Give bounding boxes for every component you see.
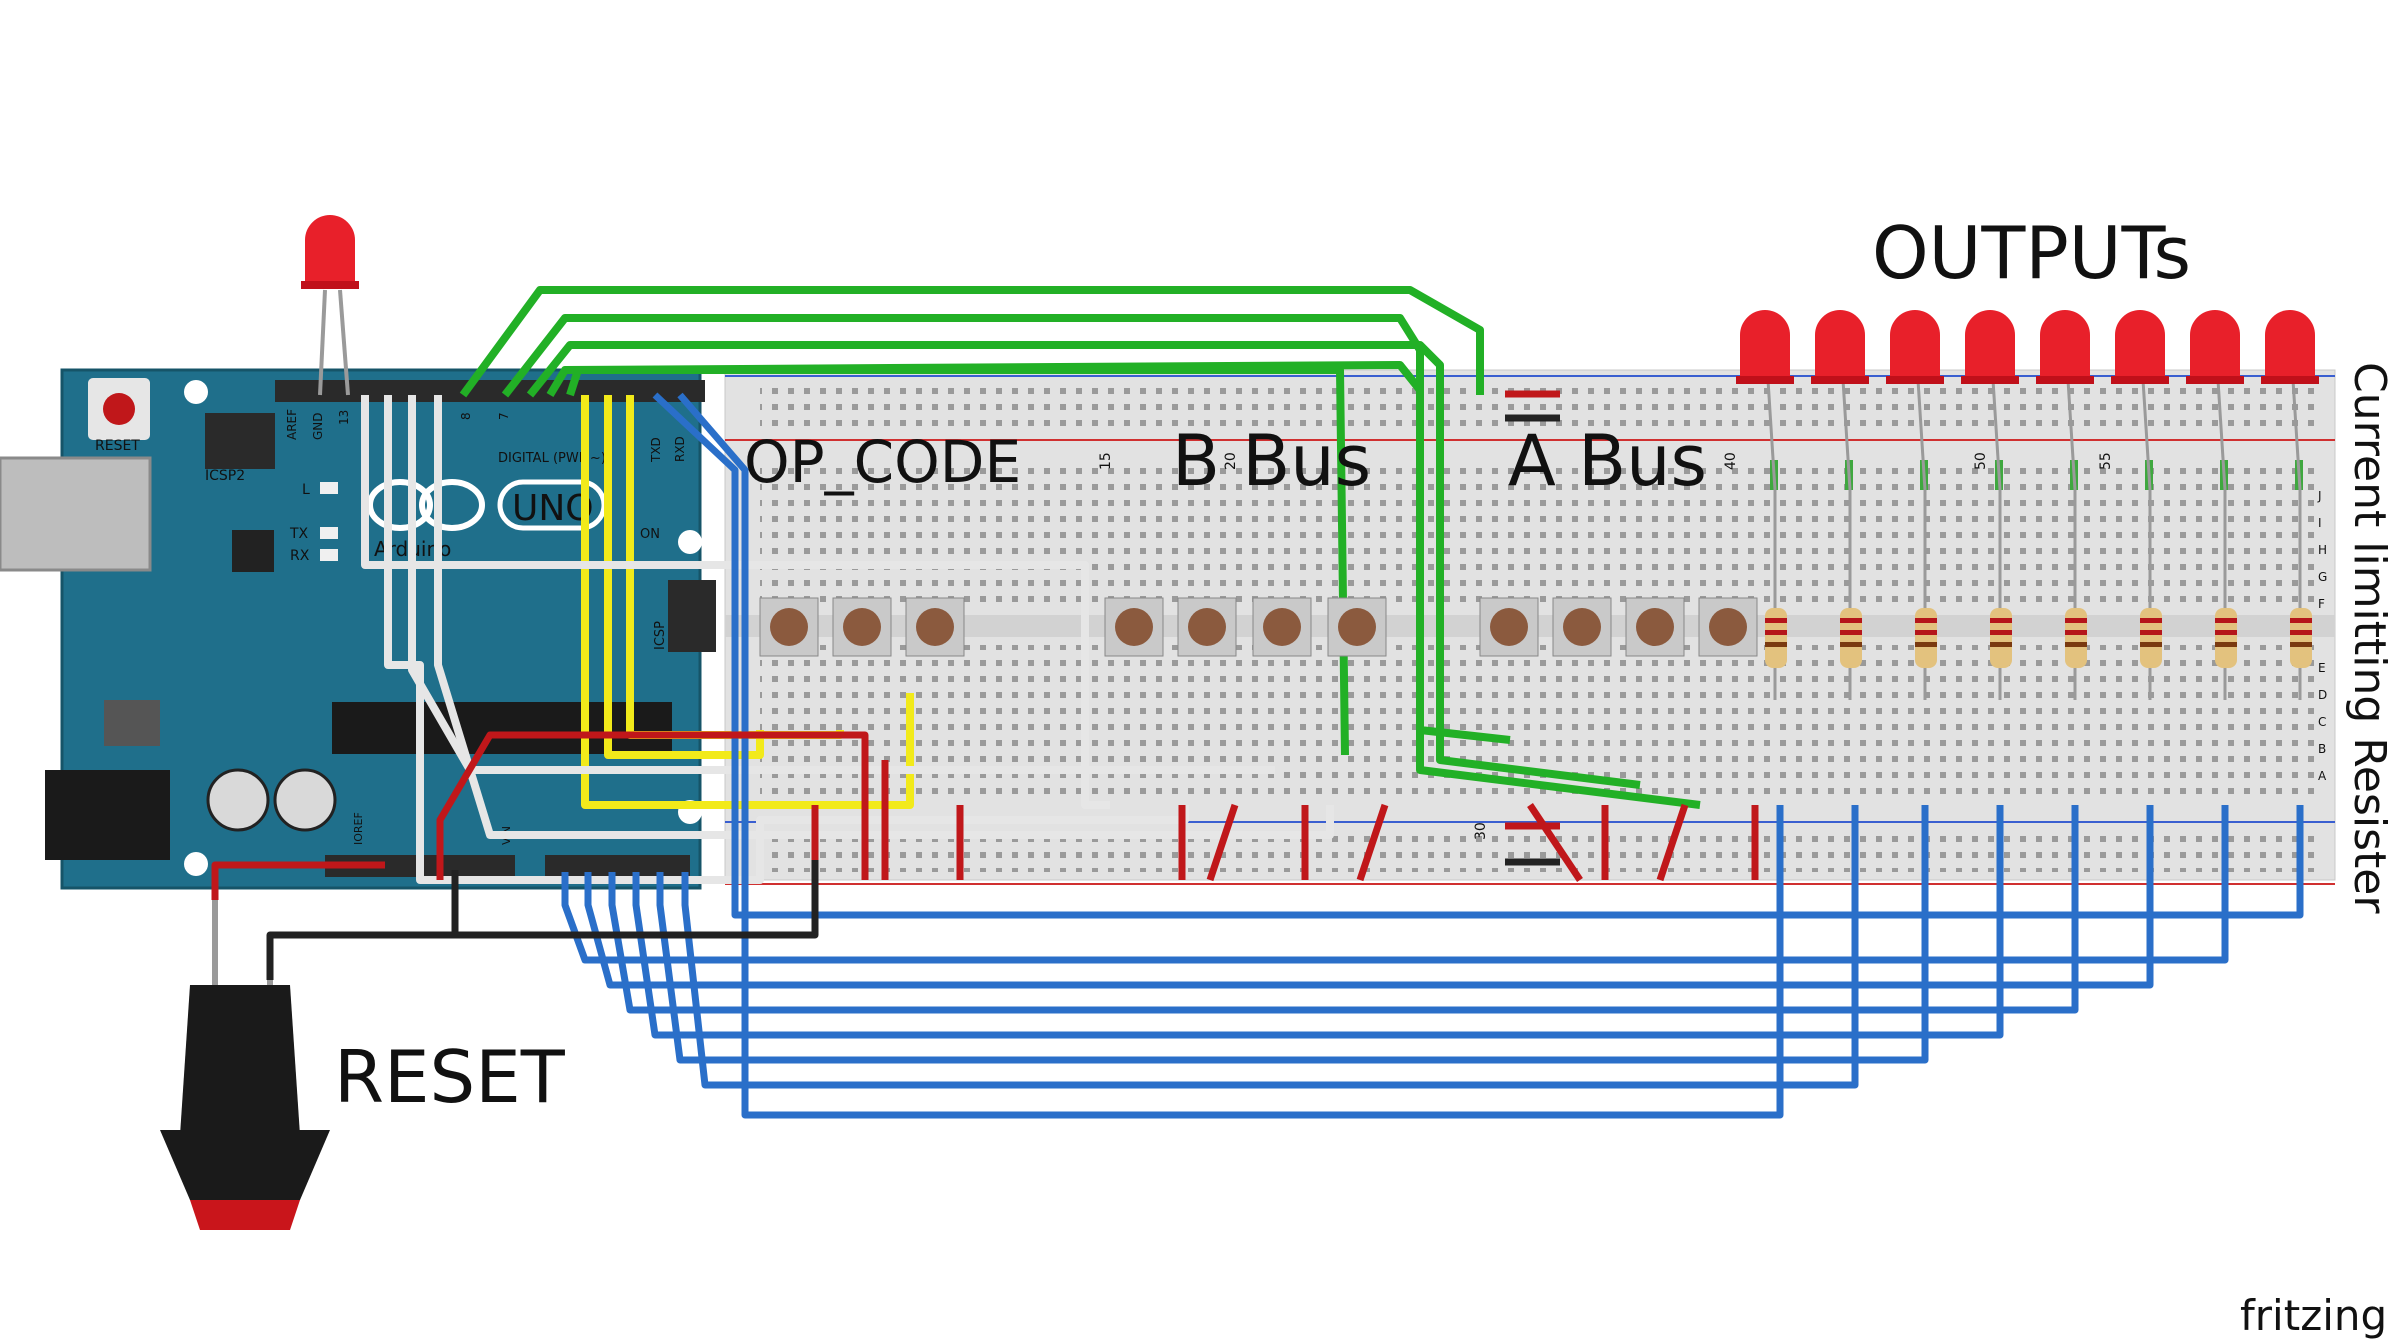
rx-label: RX	[290, 548, 310, 564]
tx-indicator	[320, 527, 338, 539]
output-leds	[1736, 310, 2319, 491]
txd-label: TXD	[649, 437, 663, 463]
col-number-20: 20	[1223, 452, 1239, 470]
rxd-label: RXD	[673, 436, 687, 462]
row-letter: J	[2317, 489, 2322, 503]
push-button[interactable]	[759, 597, 819, 657]
output-led	[1961, 310, 2019, 491]
led-l-indicator	[320, 482, 338, 494]
row-letter: E	[2318, 661, 2326, 675]
capacitor-2	[273, 768, 337, 832]
green-wires	[459, 286, 1701, 809]
b-bus-buttons	[1104, 597, 1387, 657]
pin13-label: 13	[337, 410, 351, 425]
small-chip	[232, 530, 274, 572]
a-bus-buttons	[1479, 597, 1758, 657]
row-letter: H	[2318, 543, 2327, 557]
pin8-label: 8	[459, 412, 473, 420]
board-led-leads	[318, 289, 350, 396]
current-limiting-resistors	[1765, 490, 2312, 700]
digital-label: DIGITAL (PWM~)	[498, 451, 606, 466]
col-number-30: 30	[1473, 822, 1489, 840]
external-reset-button[interactable]	[160, 900, 330, 1230]
red-wires	[211, 390, 1759, 900]
output-led	[2186, 310, 2244, 491]
resistor	[2065, 490, 2087, 700]
aref-label: AREF	[285, 409, 299, 440]
voltage-regulator	[104, 700, 160, 746]
top-terminal-strip	[760, 460, 2320, 610]
fritzing-brand: fritzing	[2240, 1291, 2387, 1340]
pin13-led	[301, 215, 359, 289]
resistor	[2140, 490, 2162, 700]
push-button[interactable]	[1479, 597, 1539, 657]
board-reset-label: RESET	[95, 438, 140, 454]
col-number-40: 40	[1723, 452, 1739, 470]
blue-wires	[561, 392, 2304, 1119]
opcode-buttons	[759, 597, 965, 657]
black-wires	[266, 414, 1560, 980]
tx-label: TX	[289, 526, 309, 542]
outputs-label: OUTPUTs	[1872, 211, 2191, 295]
col-number-50: 50	[1973, 452, 1989, 470]
push-button[interactable]	[1698, 597, 1758, 657]
output-led	[1811, 310, 1869, 491]
power-jack	[45, 770, 170, 860]
row-letter: D	[2318, 688, 2327, 702]
col-number-55: 55	[2098, 452, 2114, 470]
push-button[interactable]	[1552, 597, 1612, 657]
atmega-chip	[332, 702, 672, 754]
row-letter: A	[2318, 769, 2327, 783]
row-letter: B	[2318, 742, 2326, 756]
arduino-uno-board: RESET ICSP2 AREF GND 13 8 7 DIGITAL (PWM…	[0, 368, 716, 890]
a-bus-label: A Bus	[1508, 420, 1707, 502]
push-button[interactable]	[1327, 597, 1387, 657]
analog-header	[545, 855, 690, 877]
resistor	[1765, 490, 1787, 700]
icsp-header	[668, 580, 716, 652]
col-number-15: 15	[1098, 452, 1114, 470]
push-button[interactable]	[1625, 597, 1685, 657]
reset-label: RESET	[334, 1035, 566, 1119]
row-letter: I	[2318, 516, 2322, 530]
led-l-label: L	[302, 482, 310, 498]
output-led	[2111, 310, 2169, 491]
b-bus-label: B Bus	[1172, 420, 1371, 502]
push-button[interactable]	[1252, 597, 1312, 657]
capacitor-1	[206, 768, 270, 832]
push-button[interactable]	[832, 597, 892, 657]
row-letter: F	[2318, 597, 2325, 611]
usb-port	[0, 456, 152, 572]
icsp-label: ICSP	[653, 621, 668, 650]
pin7-label: 7	[497, 412, 511, 420]
row-letter: C	[2318, 715, 2326, 729]
output-led	[1736, 310, 1794, 491]
uno-logo-text: UNO	[512, 488, 594, 529]
resistor	[1840, 490, 1862, 700]
output-led	[2261, 310, 2319, 491]
row-letter: G	[2318, 570, 2327, 584]
resistor-note: Current limitting Resister	[2344, 362, 2395, 914]
resistor	[1915, 490, 1937, 700]
resistor	[2290, 490, 2312, 700]
rx-indicator	[320, 549, 338, 561]
output-led	[2036, 310, 2094, 491]
on-label: ON	[640, 527, 660, 542]
push-button[interactable]	[1177, 597, 1237, 657]
gnd-label: GND	[311, 412, 325, 440]
digital-header	[275, 380, 705, 402]
push-button[interactable]	[905, 597, 965, 657]
icsp2-header	[205, 413, 275, 469]
resistor	[2215, 490, 2237, 700]
icsp2-label: ICSP2	[205, 468, 245, 484]
resistor	[1990, 490, 2012, 700]
output-led	[1886, 310, 1944, 491]
ioref-label: IOREF	[352, 812, 365, 845]
push-button[interactable]	[1104, 597, 1164, 657]
op-code-label: OP_CODE	[744, 428, 1021, 496]
